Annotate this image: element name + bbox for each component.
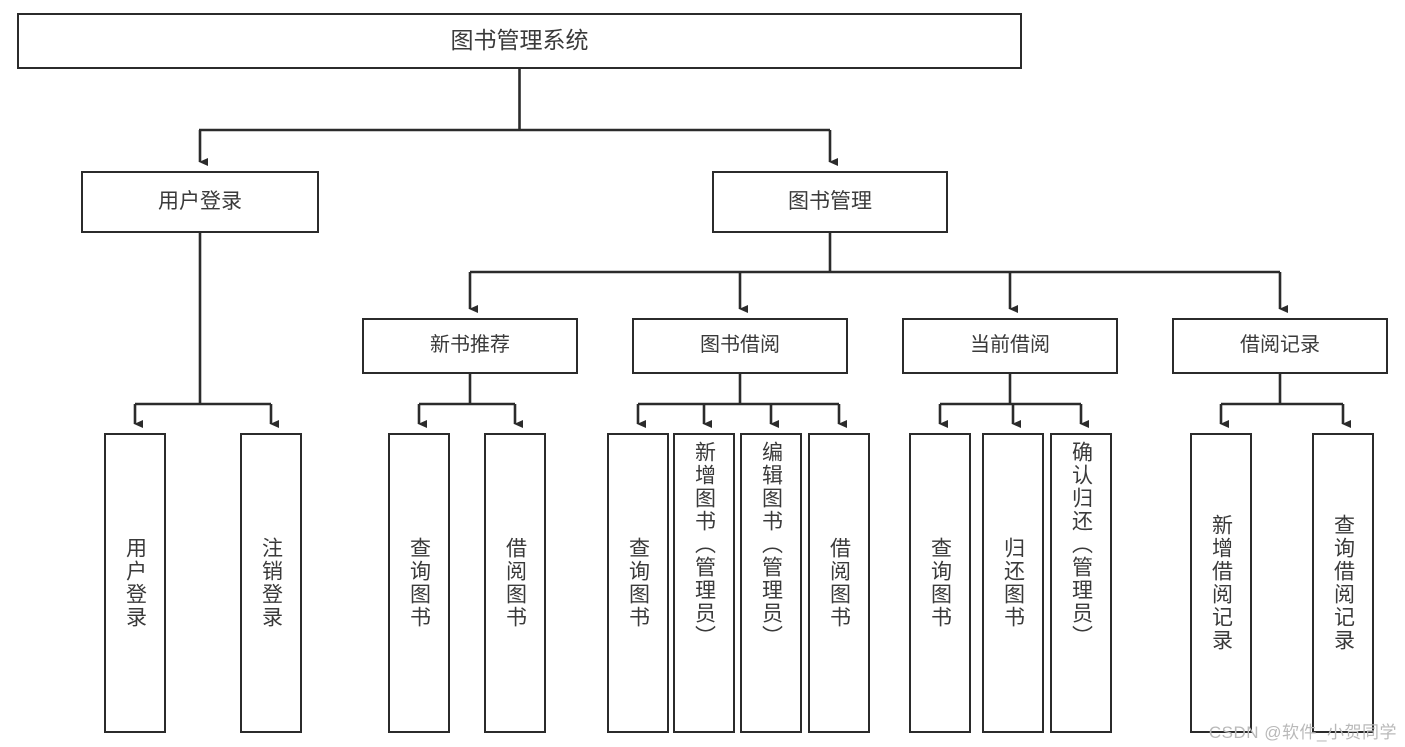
node-label: 图书管理系统 [450, 27, 589, 54]
node-label: 图书借阅 [700, 334, 780, 357]
node-leaf-rec-add-record[interactable]: 新增借阅记录 [1190, 433, 1252, 733]
node-borrow-record[interactable]: 借阅记录 [1172, 318, 1388, 374]
node-label: 查询借阅记录 [1331, 514, 1355, 652]
node-leaf-borrow-add-book[interactable]: 新增图书（管理员） [673, 433, 735, 733]
node-leaf-cur-return-book[interactable]: 归还图书 [982, 433, 1044, 733]
node-label: 注销登录 [259, 537, 283, 629]
node-leaf-borrow-query-book[interactable]: 查询图书 [607, 433, 669, 733]
node-leaf-rec-borrow-book[interactable]: 借阅图书 [484, 433, 546, 733]
node-label: 查询图书 [928, 537, 952, 629]
node-label: 查询图书 [626, 537, 650, 629]
node-label: 借阅图书 [503, 537, 527, 629]
node-label: 借阅记录 [1240, 334, 1320, 357]
node-book-manage[interactable]: 图书管理 [712, 171, 948, 233]
node-label: 编辑图书（管理员） [759, 441, 783, 648]
node-leaf-user-logout[interactable]: 注销登录 [240, 433, 302, 733]
node-label: 用户登录 [123, 537, 147, 629]
node-label: 归还图书 [1001, 537, 1025, 629]
node-label: 用户登录 [158, 189, 242, 213]
node-label: 借阅图书 [827, 537, 851, 629]
node-label: 新增借阅记录 [1209, 514, 1233, 652]
node-book-borrow[interactable]: 图书借阅 [632, 318, 848, 374]
node-user-login[interactable]: 用户登录 [81, 171, 319, 233]
node-root[interactable]: 图书管理系统 [17, 13, 1022, 69]
node-leaf-borrow-borrow-book[interactable]: 借阅图书 [808, 433, 870, 733]
node-label: 查询图书 [407, 537, 431, 629]
node-leaf-user-login[interactable]: 用户登录 [104, 433, 166, 733]
csdn-watermark: CSDN @软件_小贺同学 [1208, 723, 1397, 742]
node-label: 新书推荐 [430, 334, 510, 357]
node-leaf-cur-confirm-return[interactable]: 确认归还（管理员） [1050, 433, 1112, 733]
node-label: 新增图书（管理员） [692, 441, 716, 648]
node-new-book-rec[interactable]: 新书推荐 [362, 318, 578, 374]
node-current-borrow[interactable]: 当前借阅 [902, 318, 1118, 374]
node-label: 图书管理 [788, 189, 872, 213]
node-leaf-rec-query-record[interactable]: 查询借阅记录 [1312, 433, 1374, 733]
node-leaf-rec-query-book[interactable]: 查询图书 [388, 433, 450, 733]
node-label: 确认归还（管理员） [1069, 441, 1093, 648]
node-leaf-borrow-edit-book[interactable]: 编辑图书（管理员） [740, 433, 802, 733]
node-label: 当前借阅 [970, 334, 1050, 357]
node-leaf-cur-query-book[interactable]: 查询图书 [909, 433, 971, 733]
